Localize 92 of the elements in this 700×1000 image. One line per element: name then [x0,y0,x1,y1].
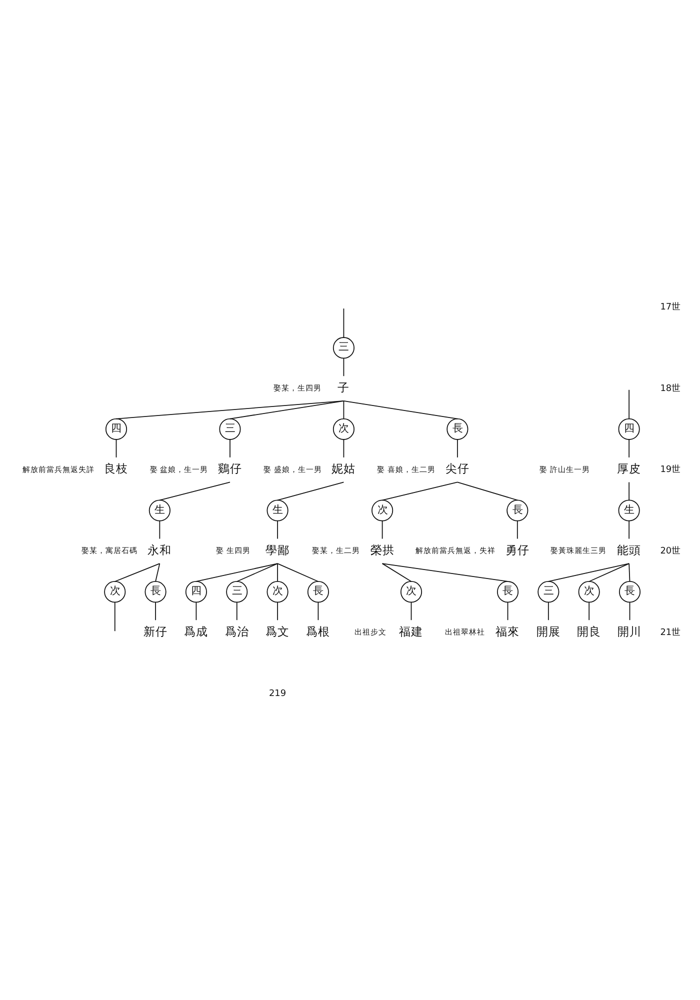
node-text: 厚皮 [617,461,642,476]
node-text: 開川 [618,624,642,638]
connector [277,562,319,582]
label: 219 [269,688,286,699]
node-text: 爲文 [266,624,290,638]
node-text: 妮姑 [332,461,356,476]
connector [114,562,160,582]
node-circle: 長 [618,580,641,602]
connector [628,520,630,539]
connector [588,562,630,582]
node-text: 永和 [148,542,172,556]
connector [343,400,458,419]
node-circle: 次 [104,580,126,602]
node-text: 學鄙 [266,542,290,556]
node-text: 爲根 [306,624,330,638]
connector [236,562,278,582]
connector [116,400,344,419]
node-text: 榮拱 [370,542,394,556]
node-text: 勇仔 [505,542,530,556]
connector [114,601,116,632]
connector [548,601,549,620]
node-text: 新仔 [144,624,168,638]
connector [629,601,630,620]
connector [548,562,630,582]
connector [343,357,344,376]
connector [277,520,278,539]
connector [277,601,278,620]
node-circle: 四 [105,418,128,440]
node-circle: 四 [185,580,207,602]
connector [277,481,344,500]
connector [382,562,412,582]
connector [343,308,344,338]
node-circle: 生 [266,499,288,521]
node-circle: 長 [307,580,329,602]
connector [628,481,630,500]
node-text: 福來 [496,624,520,638]
connector [588,601,590,620]
connector [159,481,230,500]
node-text: 良枝 [104,461,128,476]
connector [410,601,412,620]
connector [116,438,117,458]
node-text: 尖仔 [445,461,470,476]
node-text: 爲成 [184,624,208,638]
connector [196,562,278,582]
connector [628,438,630,458]
node-circle: 長 [506,499,528,521]
node-text: 爲治 [224,624,249,638]
node-circle: 長 [446,418,468,440]
connector [343,400,344,419]
connector [343,438,344,458]
connector [196,601,197,620]
node-circle: 次 [578,580,600,602]
connector [155,562,160,582]
connector [159,520,160,539]
label: 18世 [660,383,681,394]
connector [382,520,383,539]
node-circle: 三 [538,580,560,602]
connector [516,520,518,539]
connector [457,481,518,500]
node-circle: 三 [332,336,354,358]
node-circle: 次 [400,580,422,602]
node-text: 能頭 [617,542,642,556]
node-circle: 次 [372,499,394,521]
connector [236,601,238,620]
connector [318,601,319,620]
connector [628,562,630,582]
node-text: 福建 [399,624,424,638]
label: 17世 [660,302,681,312]
connector [155,601,156,620]
node-text: 子 [338,380,350,394]
node-circle: 四 [618,418,640,440]
connector [277,562,278,582]
connector [230,400,344,419]
connector [507,601,508,620]
connector [382,481,458,500]
node-text: 開良 [577,624,602,638]
node-text: 開展 [536,624,560,638]
node-circle: 長 [496,580,519,602]
connector [628,388,630,419]
node-circle: 三 [226,580,248,602]
label: 20世 [660,546,681,556]
node-circle: 次 [266,580,288,602]
label: 19世 [660,464,681,475]
node-text: 鷄仔 [218,461,242,476]
connector [382,562,508,582]
connector [457,438,458,458]
node-circle: 三 [219,418,241,440]
label: 21世 [660,627,681,638]
node-circle: 次 [332,418,354,440]
node-circle: 生 [618,499,640,521]
node-circle: 長 [144,580,166,602]
node-circle: 生 [148,499,170,521]
